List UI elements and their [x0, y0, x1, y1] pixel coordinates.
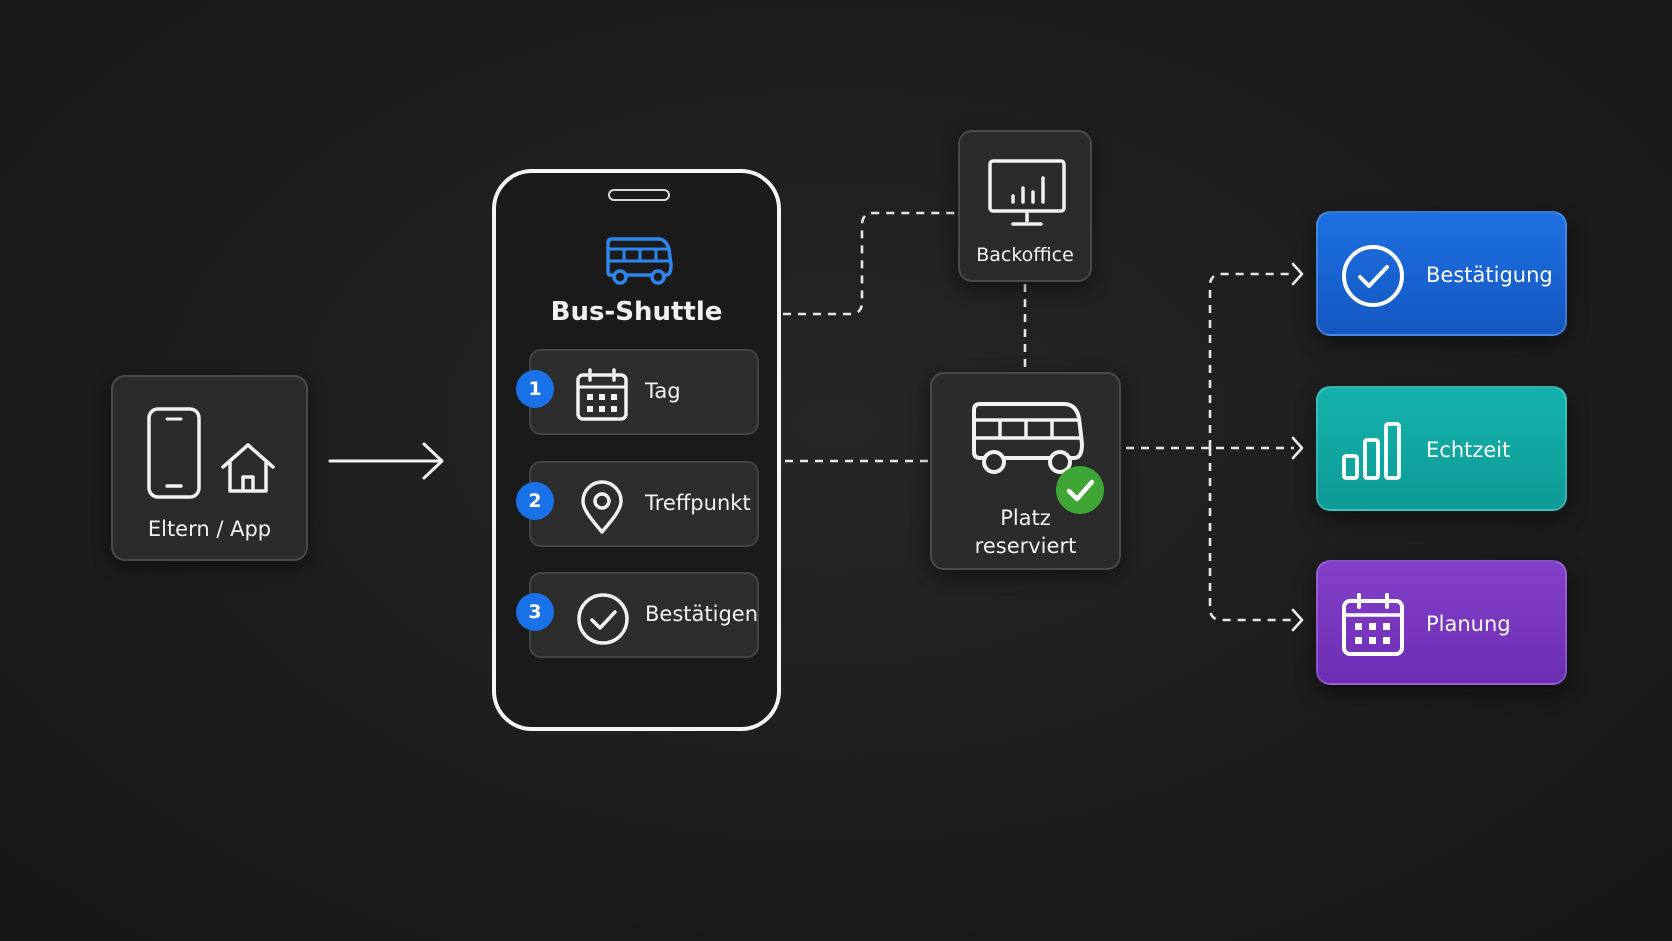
step-number-badge: 1 [516, 370, 554, 408]
phone-notch [608, 189, 670, 201]
connector-phone-to-backoffice [783, 211, 956, 316]
house-icon [221, 443, 275, 493]
outcome-echtzeit[interactable]: Echtzeit [1316, 386, 1567, 511]
bar-chart-icon [1342, 422, 1401, 480]
connector-branch [1208, 272, 1294, 622]
arrowhead-echtzeit [1291, 436, 1304, 460]
arrowhead-planung [1291, 608, 1304, 632]
bus-icon [972, 402, 1084, 474]
outcome-label: Bestätigung [1426, 263, 1553, 287]
smartphone-icon [147, 407, 201, 499]
reservation-label: Platz reserviert [932, 504, 1119, 560]
bus-icon [606, 237, 673, 285]
outcome-planung[interactable]: Planung [1316, 560, 1567, 685]
step-treffpunkt[interactable]: Treffpunkt [529, 461, 759, 547]
reservation-label-line1: Platz [1000, 506, 1051, 530]
source-node: Eltern / App [111, 375, 308, 561]
app-title: Bus-Shuttle [550, 297, 723, 327]
outcome-bestaetigung[interactable]: Bestätigung [1316, 211, 1567, 336]
arrow-source-to-phone [328, 442, 444, 480]
phone-mockup: Bus-Shuttle Tag 1 Treffpunkt 2 [492, 169, 781, 731]
reservation-node: Platz reserviert [930, 372, 1121, 570]
map-pin-icon [581, 480, 623, 534]
step-label: Treffpunkt [645, 491, 751, 515]
monitor-chart-icon [988, 159, 1066, 226]
calendar-icon [1342, 593, 1404, 656]
outcome-label: Echtzeit [1426, 438, 1511, 462]
outcome-label: Planung [1426, 612, 1511, 636]
step-tag[interactable]: Tag [529, 349, 759, 435]
backoffice-node: Backoffice [958, 130, 1092, 282]
check-circle-icon [577, 593, 629, 645]
check-circle-icon [1342, 245, 1404, 307]
step-number-badge: 2 [516, 482, 554, 520]
reservation-label-line2: reserviert [974, 534, 1077, 558]
source-label: Eltern / App [147, 517, 272, 541]
step-number-badge: 3 [516, 593, 554, 631]
step-label: Bestätigen [645, 602, 758, 626]
backoffice-label: Backoffice [976, 244, 1074, 266]
step-label: Tag [645, 379, 681, 403]
step-bestaetigen[interactable]: Bestätigen [529, 572, 759, 658]
check-icon [1056, 466, 1104, 514]
arrowhead-bestaetigung [1291, 262, 1304, 286]
calendar-icon [576, 368, 628, 421]
